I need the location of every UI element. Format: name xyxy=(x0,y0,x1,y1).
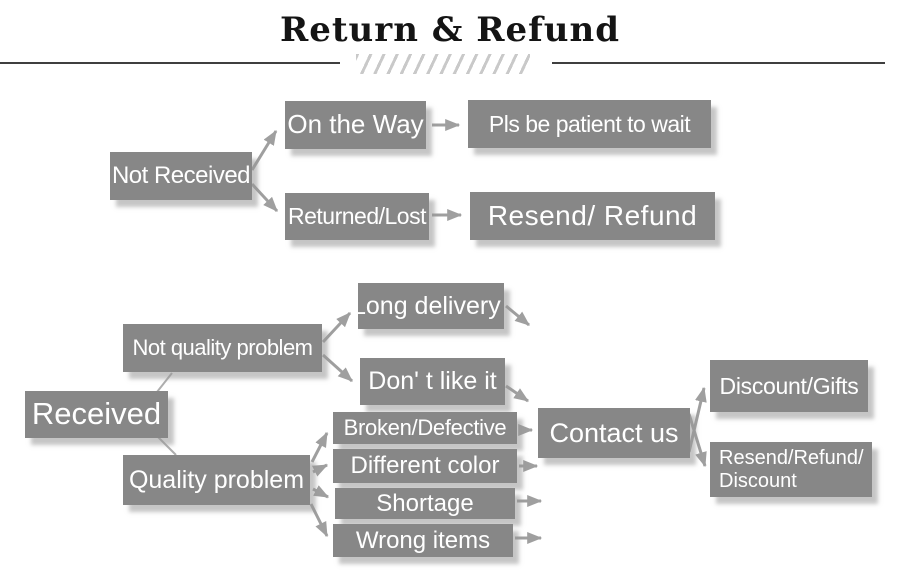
node-quality-problem: Quality problem xyxy=(123,455,310,505)
node-dont-like-it: Don' t like it xyxy=(360,358,505,405)
arrow-notquality-dontlike xyxy=(321,353,354,383)
node-contact-us: Contact us xyxy=(538,408,690,458)
arrow-quality-wrong xyxy=(309,503,329,538)
page-title: Return & Refund xyxy=(279,10,621,50)
node-on-the-way: On the Way xyxy=(285,101,426,149)
node-not-received: Not Received xyxy=(110,152,252,200)
node-different-color: Different color xyxy=(333,449,517,483)
arrow-quality-shortage xyxy=(312,485,330,499)
arrow-notreceived-returnedlost xyxy=(250,182,279,213)
node-wrong-items: Wrong items xyxy=(333,524,513,557)
node-long-delivery: Long delivery xyxy=(352,283,504,329)
node-resend-refund-discount: Resend/Refund/ Discount xyxy=(710,442,872,497)
arrow-longdelivery-out xyxy=(505,304,530,327)
node-pls-be-patient: Pls be patient to wait xyxy=(468,100,711,148)
node-received: Received xyxy=(25,391,168,438)
arrow-contactus-resendrefunddiscount xyxy=(687,413,707,468)
node-discount-gifts: Discount/Gifts xyxy=(710,360,868,412)
node-resend-refund: Resend/ Refund xyxy=(470,192,715,240)
arrow-dontlike-contactus xyxy=(505,384,529,403)
arrow-notquality-longdelivery xyxy=(321,311,352,344)
line-received-notquality xyxy=(156,372,173,393)
arrow-contactus-discountgifts xyxy=(687,386,707,453)
line-received-quality xyxy=(157,436,177,456)
arrow-quality-broken xyxy=(310,431,329,463)
hatch-decoration xyxy=(356,54,530,74)
arrow-notreceived-ontheway xyxy=(250,129,278,171)
divider-line-left xyxy=(0,62,340,64)
divider-line-right xyxy=(552,62,885,64)
node-shortage: Shortage xyxy=(335,488,515,519)
node-not-quality-problem: Not quality problem xyxy=(123,324,322,372)
node-returned-lost: Returned/Lost xyxy=(285,193,429,240)
node-broken-defective: Broken/Defective xyxy=(333,412,517,444)
arrow-quality-different xyxy=(311,463,329,477)
